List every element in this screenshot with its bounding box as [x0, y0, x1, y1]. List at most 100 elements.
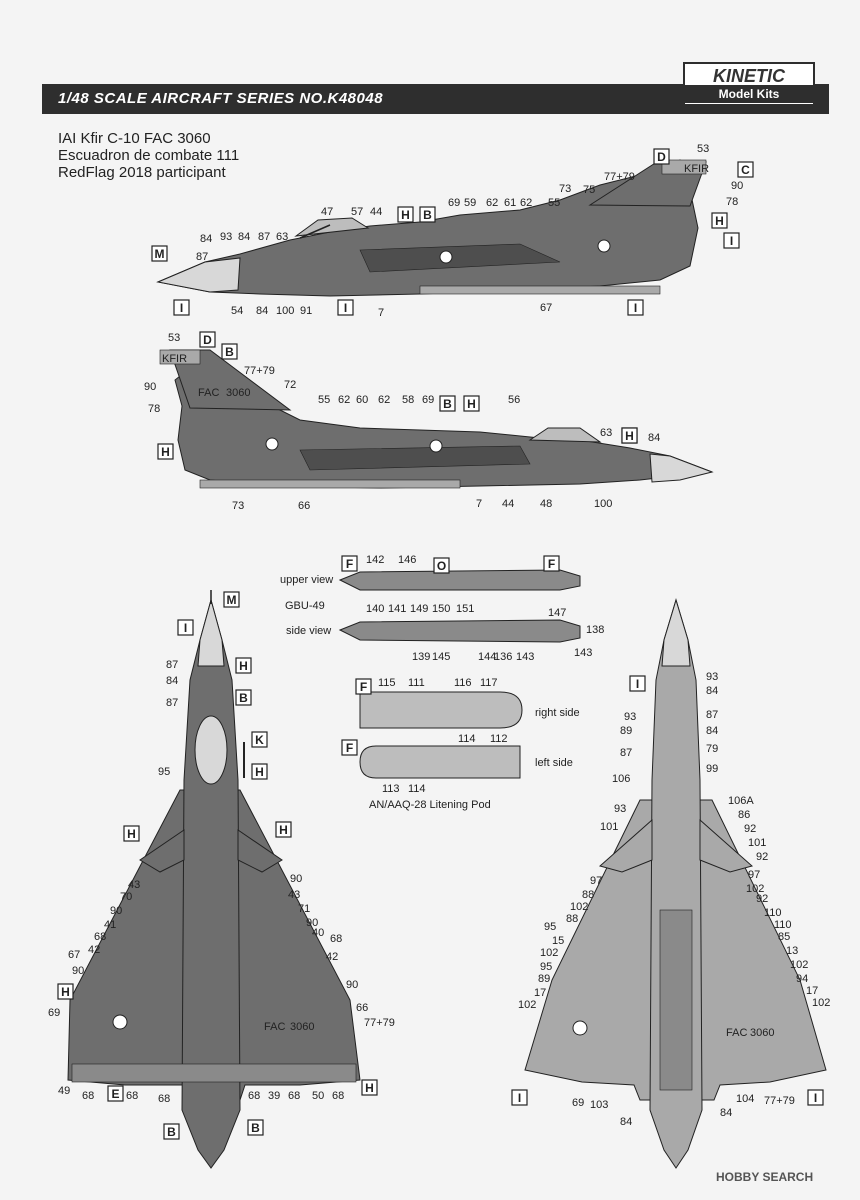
top-view-callout-14: 43 [288, 889, 300, 901]
bottom-view-centerline [659, 909, 693, 1091]
bottom-view-callout-43: 103 [590, 1099, 608, 1111]
svg-text:B: B [423, 208, 432, 222]
svg-text:M: M [155, 247, 165, 261]
bottom-view-callout-46: 84 [720, 1107, 732, 1119]
gbu-callout-4: 140 [366, 603, 384, 615]
gbu-callout-0: 142 [366, 554, 384, 566]
bottom-view-callout-11: 86 [738, 809, 750, 821]
side-view-label: side view [286, 625, 331, 637]
bottom-view-callout-40: FAC [726, 1027, 747, 1039]
svg-text:I: I [518, 1091, 521, 1105]
svg-text:F: F [548, 557, 555, 571]
svg-text:I: I [730, 234, 733, 248]
pod-callout-4: 114 [458, 733, 476, 745]
top-view-box-9: E [107, 1085, 124, 1102]
logo-sub-text: Model Kits [685, 85, 813, 103]
gbu-upper-body [338, 569, 581, 591]
right-profile-roundel-2 [265, 437, 279, 451]
left-profile-fin-band [661, 159, 707, 175]
top-view-callout-4: 43 [128, 879, 140, 891]
svg-text:H: H [127, 827, 136, 841]
top-view-callout-15: 71 [298, 903, 310, 915]
bottom-view-callout-17: 97 [590, 875, 602, 887]
right-profile-roundel [429, 439, 443, 453]
bottom-view-callout-13: 92 [744, 823, 756, 835]
left-profile [156, 159, 707, 297]
svg-text:B: B [225, 345, 234, 359]
top-view-box-1: I [177, 619, 194, 636]
left-profile-nose [156, 257, 241, 293]
top-view-callout-1: 84 [166, 675, 178, 687]
bottom-view-callout-18: 97 [748, 869, 760, 881]
top-view-callout-31: 68 [332, 1090, 344, 1102]
bottom-view-callout-5: 89 [620, 725, 632, 737]
svg-text:H: H [161, 445, 170, 459]
pod-callout-1: 111 [408, 677, 425, 689]
left-profile-callout-24: 100 [276, 305, 294, 317]
right-profile-callout-2: 77+79 [244, 365, 275, 377]
gbu-callout-13: 143 [516, 651, 534, 663]
gbu-box-1: O [433, 557, 450, 574]
top-view-box-7: H [275, 821, 292, 838]
top-view-box-8: H [57, 983, 74, 1000]
right-profile-callout-0: 53 [168, 332, 180, 344]
brand-logo: KINETIC Model Kits [683, 62, 815, 106]
bottom-view-callout-1: 84 [706, 685, 718, 697]
top-view-box-2: H [235, 657, 252, 674]
top-view-box-6: H [123, 825, 140, 842]
top-view-callout-32: FAC [264, 1021, 285, 1033]
svg-text:D: D [657, 150, 666, 164]
bottom-view-callout-25: 95 [544, 921, 556, 933]
top-view-box-11: B [163, 1123, 180, 1140]
litening-pod [359, 691, 523, 779]
bottom-view-callout-0: 93 [706, 671, 718, 683]
bottom-view-callout-32: 95 [540, 961, 552, 973]
subject-unit: Escuadron de combate 111 [58, 147, 240, 164]
bottom-view-callout-28: 15 [552, 935, 564, 947]
top-view-nose [197, 598, 225, 667]
right-profile-intake [299, 445, 531, 471]
bottom-view-left-canard [598, 818, 653, 873]
right-side-label: right side [535, 707, 580, 719]
top-view-callout-10: 42 [88, 944, 100, 956]
bottom-view-right-canard [699, 818, 754, 873]
left-profile-box-8: H [711, 212, 728, 229]
right-profile-callout-6: FAC [198, 387, 219, 399]
top-view-callout-13: 90 [290, 873, 302, 885]
bottom-view-callout-37: 102 [518, 999, 536, 1011]
bottom-view-callout-39: 69 [572, 1097, 584, 1109]
bottom-view-callout-20: 102 [746, 883, 764, 895]
left-profile-callout-14: 55 [548, 197, 560, 209]
bottom-view-callout-23: 88 [566, 913, 578, 925]
svg-text:O: O [437, 559, 446, 573]
pod-callout-5: 112 [490, 733, 508, 745]
left-profile-box-0: M [151, 245, 168, 262]
top-view-callout-26: 68 [158, 1093, 170, 1105]
left-profile-callout-0: 84 [200, 233, 212, 245]
top-view-callout-6: 90 [110, 905, 122, 917]
left-profile-callout-7: 57 [351, 206, 363, 218]
svg-text:H: H [365, 1081, 374, 1095]
right-profile-callout-4: 78 [148, 403, 160, 415]
bottom-view-callout-2: 93 [624, 711, 636, 723]
svg-text:B: B [443, 397, 452, 411]
svg-text:F: F [346, 557, 353, 571]
top-view-callout-20: 90 [346, 979, 358, 991]
left-profile-callout-2: 93 [220, 231, 232, 243]
bottom-view-box-2: I [807, 1089, 824, 1106]
right-profile-callout-7: 3060 [226, 387, 250, 399]
left-profile-callout-25: 91 [300, 305, 312, 317]
svg-text:E: E [111, 1087, 119, 1101]
pod-name-label: AN/AAQ-28 Litening Pod [369, 799, 491, 811]
bottom-view-callout-41: 3060 [750, 1027, 774, 1039]
svg-text:B: B [167, 1125, 176, 1139]
svg-text:C: C [741, 163, 750, 177]
right-profile-callout-5: 72 [284, 379, 296, 391]
svg-text:H: H [625, 429, 634, 443]
svg-text:I: I [344, 301, 347, 315]
bottom-view-callout-34: 89 [538, 973, 550, 985]
right-profile-callout-11: 62 [378, 394, 390, 406]
left-profile-callout-13: 62 [520, 197, 532, 209]
left-profile-callout-21: 78 [726, 196, 738, 208]
